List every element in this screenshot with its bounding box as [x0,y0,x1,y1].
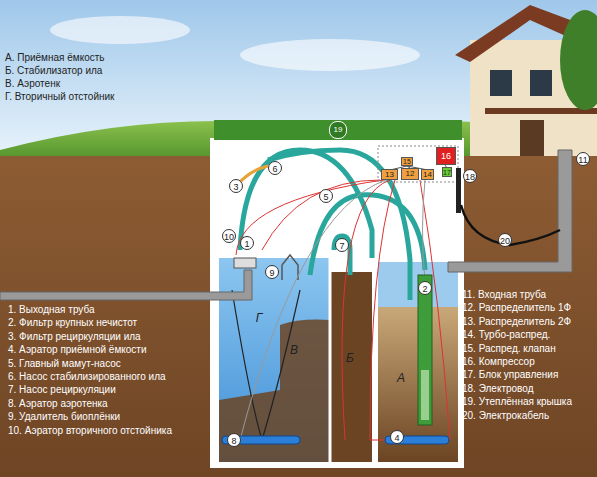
part-list-item: 11. Входная труба [462,289,546,301]
house-window [530,70,552,96]
callout-number: 4 [390,430,404,444]
house-door [520,120,544,160]
part-list-item: 20. Электрокабель [462,410,549,422]
pump-filter [421,370,429,420]
callout-number: 9 [265,265,279,279]
part-list-item: 15. Распред. клапан [462,343,556,355]
water-aerotank [219,258,330,462]
part-list-item: 16. Компрессор [462,356,535,368]
tank-body [210,138,464,468]
chamber-legend: Г. Вторичный отстойник [5,91,114,103]
chamber-legend: А. Приёмная ёмкость [5,52,105,64]
air-hose [240,180,425,440]
house-window [490,70,512,96]
callout-number: 18 [463,169,477,183]
partition-wall [329,258,332,462]
chamber-letter: В [286,342,302,358]
node-label: 19 [329,121,347,139]
callout-number: 6 [268,161,282,175]
node-label: 12 [406,170,415,178]
sludge-aerotank [219,320,330,462]
part-list-item: 1. Выходная труба [8,304,95,316]
part-list-item: 4. Аэратор приёмной ёмкости [8,344,146,356]
control-compartment [378,146,458,182]
part-list-item: 8. Аэратор аэротенка [8,398,108,410]
node-label: 16 [441,152,451,161]
callout-number: 7 [335,238,349,252]
chamber-legend: В. Аэротенк [5,78,60,90]
part-list-item: 9. Удалитель биоплёнки [8,411,120,423]
part-list-item: 3. Фильтр рециркуляции ила [8,331,141,343]
callout-number: 1 [240,236,254,250]
part-list-item: 14. Турбо-распред. [462,329,550,341]
cloud [50,16,190,44]
partition-wall [372,258,378,462]
green-pipe [334,236,350,275]
callout-number: 11 [576,152,590,166]
mammoth-pump [418,275,432,425]
part-list-item: 10. Аэратор вторичного отстойника [8,425,172,437]
callout-number: 2 [418,281,432,295]
part-list-item: 13. Распределитель 2Ф [462,316,571,328]
cloud [240,39,420,71]
control-device: 13 [381,169,398,180]
outlet-pipe [0,270,252,300]
callout-number: 20 [498,233,512,247]
chamber-legend: Б. Стабилизатор ила [5,65,102,77]
insulated-lid: 19 [214,120,462,140]
part-list-item: 18. Электровод [462,383,534,395]
callout-number: 3 [229,179,243,193]
control-device: 17 [442,167,452,177]
chamber-letter: Б [342,350,358,366]
part-list-item: 19. Утеплённая крышка [462,396,572,408]
green-pipe [240,150,372,258]
node-label: 15 [403,158,411,165]
outlet-filter [234,258,256,268]
part-list-item: 6. Насос стабилизированного ила [8,371,166,383]
node-label: 13 [385,171,394,179]
inlet-pipe [448,150,572,272]
part-list-item: 12. Распределитель 1Ф [462,302,571,314]
control-device: 12 [401,168,419,180]
cone-settler [232,290,300,440]
green-pipe [268,150,410,300]
part-list-item: 5. Главный мамут-насос [8,358,121,370]
sludge-stabilizer [330,272,372,462]
biofilm-remover [282,255,298,280]
callout-number: 5 [319,189,333,203]
control-device: 14 [421,169,434,180]
part-list-item: 2. Фильтр крупных нечистот [8,317,137,329]
control-device: 16 [436,147,456,165]
tree [560,10,597,110]
control-device: 15 [401,157,413,166]
node-label: 17 [443,169,451,176]
part-list-item: 17. Блок управления [462,369,558,381]
chamber-letter: Г [251,310,267,326]
callout-number: 8 [227,433,241,447]
callout-number: 10 [222,229,236,243]
house [455,5,597,165]
part-list-item: 7. Насос рециркуляции [8,384,116,396]
air-hose [236,180,450,440]
node-label: 14 [423,171,432,179]
chamber-letter: А [393,370,409,386]
